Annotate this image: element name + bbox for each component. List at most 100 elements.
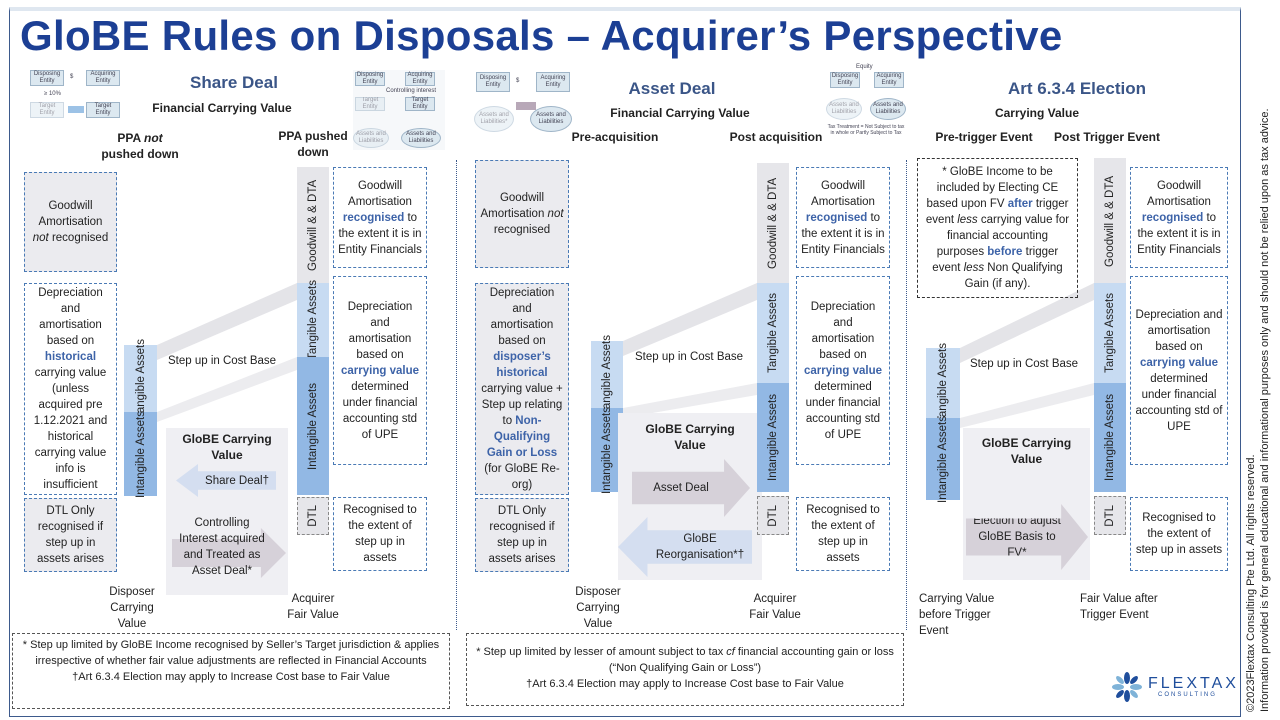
asset-left-goodwill-box: Goodwill Amortisation not recognised bbox=[475, 160, 569, 268]
asset-left-depreciation-box: Depreciation and amortisation based on d… bbox=[475, 283, 569, 495]
share-footnote: * Step up limited by GloBE Income recogn… bbox=[12, 633, 450, 709]
section-divider bbox=[906, 160, 907, 630]
election-right-dtl-box: Recognised to the extent of step up in a… bbox=[1130, 497, 1228, 571]
box-text: Depreciation and amortisation based on c… bbox=[1135, 308, 1223, 433]
share-right-intangible-bar: Intangible Assets bbox=[297, 357, 329, 495]
thumb-arrow bbox=[516, 102, 536, 110]
share-left-goodwill-box: Goodwill Amortisation not recognised bbox=[24, 172, 117, 272]
election-subtitle: Carrying Value bbox=[994, 106, 1080, 120]
thumb-assets-new: Assets and Liabilities bbox=[870, 98, 906, 120]
thumb-assets-old: Assets and Liabilities* bbox=[474, 106, 514, 132]
share-subtitle: Financial Carrying Value bbox=[152, 101, 292, 115]
thumb-tax-note: Tax Treatment = Not Subject to tax in wh… bbox=[827, 124, 905, 136]
election-step-up-shade bbox=[960, 283, 1094, 363]
share-left-depreciation-box: Depreciation and amortisation based on h… bbox=[24, 283, 117, 495]
election-goodwill-dta-bar: Goodwill & & DTA bbox=[1094, 158, 1126, 283]
thumb-acquiring-entity: Acquiring Entity bbox=[536, 72, 570, 92]
box-text: * GloBE Income to be included by Electin… bbox=[925, 166, 1070, 290]
box-text: * Step up limited by GloBE Income recogn… bbox=[22, 639, 440, 683]
box-text: Goodwill Amortisation recognised to the … bbox=[1137, 179, 1221, 256]
thumb-equity: Equity bbox=[856, 64, 873, 70]
election-globe-carrying-value-panel: GloBE Carrying Value Election to adjust … bbox=[963, 428, 1090, 580]
election-tangible-assets-bar: Tangible Assets bbox=[926, 343, 960, 423]
box-text: Depreciation and amortisation based on d… bbox=[481, 287, 563, 491]
panel-title: GloBE Carrying Value bbox=[981, 436, 1072, 466]
logo-name: FLEXTAX bbox=[1148, 675, 1239, 692]
share-tangible-assets-bar: Tangible Assets bbox=[124, 339, 157, 418]
share-right-tangible-bar: Tangible Assets bbox=[297, 280, 329, 360]
election-right-intangible-bar: Intangible Assets bbox=[1094, 383, 1126, 492]
box-text: Goodwill Amortisation recognised to the … bbox=[338, 179, 422, 256]
thumb-target-new: Target Entity bbox=[405, 97, 435, 111]
asset-deal-arrow: Asset Deal bbox=[632, 459, 750, 517]
share-step-up-shade bbox=[157, 283, 297, 360]
share-globe-carrying-value-panel: GloBE Carrying Value Share Deal† Control… bbox=[166, 428, 288, 595]
thumb-acquiring-entity: Acquiring Entity bbox=[86, 70, 120, 86]
thumb-controlling-interest: Controlling interest bbox=[386, 88, 437, 94]
disclaimer-text: Information provided is for general educ… bbox=[1259, 108, 1271, 712]
election-right-depreciation-box: Depreciation and amortisation based on c… bbox=[1130, 276, 1228, 465]
asset-right-dtl-box: Recognised to the extent of step up in a… bbox=[796, 497, 890, 571]
election-intangible-assets-bar: Intangible Assets bbox=[926, 416, 960, 502]
post-trigger-label: Post Trigger Event bbox=[1053, 130, 1161, 144]
panel-title: GloBE Carrying Value bbox=[182, 432, 272, 462]
share-goodwill-dta-bar: Goodwill & & DTA bbox=[297, 167, 329, 283]
election-step-up-label: Step up in Cost Base bbox=[970, 358, 1079, 370]
thumb-target-old: Target Entity bbox=[355, 97, 385, 111]
asset-deal-title: Asset Deal bbox=[628, 79, 716, 98]
asset-right-depreciation-box: Depreciation and amortisation based on c… bbox=[796, 276, 890, 465]
box-text: Depreciation and amortisation based on c… bbox=[804, 300, 882, 441]
thumb-arrow bbox=[68, 106, 84, 113]
thumb-assets-old: Assets and Liabilities bbox=[353, 128, 389, 148]
share-left-dtl-box: DTL Only recognised if step up in assets… bbox=[24, 498, 117, 572]
share-intangible-assets-bar: Intangible Assets bbox=[124, 411, 157, 497]
share-deal-thumbnail: Disposing Entity $ Acquiring Entity ≥ 10… bbox=[30, 70, 125, 122]
share-right-depreciation-box: Depreciation and amortisation based on c… bbox=[333, 276, 427, 465]
share-deal-arrow: Share Deal† bbox=[176, 464, 276, 497]
election-adjust-arrow: Election to adjust GloBE Basis to FV* bbox=[966, 504, 1088, 570]
thumb-pct: ≥ 10% bbox=[44, 91, 61, 97]
box-text: Depreciation and amortisation based on h… bbox=[33, 287, 108, 491]
asset-right-intangible-bar: Intangible Assets bbox=[757, 383, 789, 492]
share-right-dtl-box: Recognised to the extent of step up in a… bbox=[333, 497, 427, 571]
thumb-assets-new: Assets and Liabilities bbox=[530, 106, 572, 132]
copyright-disclaimer: ©2023Flextax Consulting Pte Ltd. All rig… bbox=[1244, 2, 1272, 712]
flextax-logo: FLEXTAX CONSULTING bbox=[1112, 672, 1239, 702]
box-text: Depreciation and amortisation based on c… bbox=[341, 300, 419, 441]
slide-frame bbox=[9, 7, 1241, 717]
controlling-interest-label: Controlling Interest acquired and Treate… bbox=[179, 517, 265, 577]
page-title: GloBE Rules on Disposals – Acquirer’s Pe… bbox=[20, 12, 1063, 59]
asset-globe-carrying-value-panel: GloBE Carrying Value Asset Deal GloBE Re… bbox=[618, 413, 762, 580]
thumb-dollar: $ bbox=[70, 74, 74, 80]
election-right-goodwill-box: Goodwill Amortisation recognised to the … bbox=[1130, 167, 1228, 268]
asset-acquirer-label: Acquirer Fair Value bbox=[749, 593, 801, 621]
post-acquisition-label: Post acquisition bbox=[729, 130, 823, 144]
copyright-text: ©2023Flextax Consulting Pte Ltd. All rig… bbox=[1245, 454, 1257, 712]
election-dtl-bar: DTL bbox=[1094, 496, 1126, 535]
box-text: Recognised to the extent of step up in a… bbox=[806, 504, 880, 564]
globe-reorganisation-arrow: GloBE Reorganisation*† bbox=[618, 517, 752, 577]
box-text: Recognised to the extent of step up in a… bbox=[343, 504, 417, 564]
share-disposer-label: Disposer Carrying Value bbox=[109, 586, 155, 630]
election-right-tangible-bar: Tangible Assets bbox=[1094, 283, 1126, 383]
asset-deal-thumbnail: Disposing Entity $ Acquiring Entity Asse… bbox=[474, 70, 574, 132]
thumb-assets-new: Assets and Liabilities bbox=[401, 128, 441, 148]
thumb-target-entity-new: Target Entity bbox=[86, 102, 120, 118]
logo-sub: CONSULTING bbox=[1158, 692, 1217, 698]
asset-intangible-assets-bar: Intangible Assets bbox=[591, 407, 623, 493]
asset-left-dtl-box: DTL Only recognised if step up in assets… bbox=[475, 498, 569, 572]
asset-subtitle: Financial Carrying Value bbox=[610, 106, 750, 120]
box-text: DTL Only recognised if step up in assets… bbox=[488, 505, 556, 565]
box-text: Goodwill Amortisation not recognised bbox=[32, 200, 109, 244]
asset-goodwill-dta-bar: Goodwill & & DTA bbox=[757, 163, 789, 283]
share-deal-title: Share Deal bbox=[190, 73, 278, 92]
asset-step-up-label: Step up in Cost Base bbox=[635, 351, 744, 363]
thumb-disposing-entity: Disposing Entity bbox=[30, 70, 64, 86]
before-trigger-label: Carrying Value before Trigger Event bbox=[919, 593, 995, 637]
box-text: Recognised to the extent of step up in a… bbox=[1135, 512, 1223, 556]
asset-right-tangible-bar: Tangible Assets bbox=[757, 283, 789, 383]
thumb-target-entity-old: Target Entity bbox=[30, 102, 64, 118]
thumb-acquiring-entity: Acquiring Entity bbox=[874, 72, 904, 88]
